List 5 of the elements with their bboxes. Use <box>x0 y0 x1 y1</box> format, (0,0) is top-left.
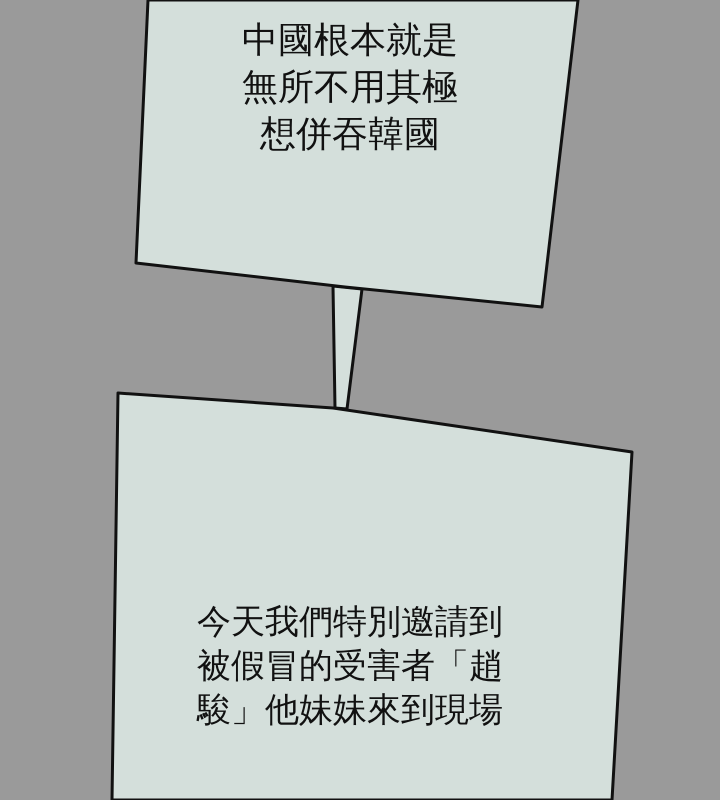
speech-bubble <box>136 0 578 307</box>
speech-bubble <box>112 393 632 800</box>
dialogue-text: 今天我們特別邀請到被假冒的受害者「趙駿」他妹妹來到現場 <box>196 601 504 732</box>
bubble-connector <box>331 284 364 411</box>
dialogue-text: 中國根本就是無所不用其極想併吞韓國 <box>241 19 459 157</box>
